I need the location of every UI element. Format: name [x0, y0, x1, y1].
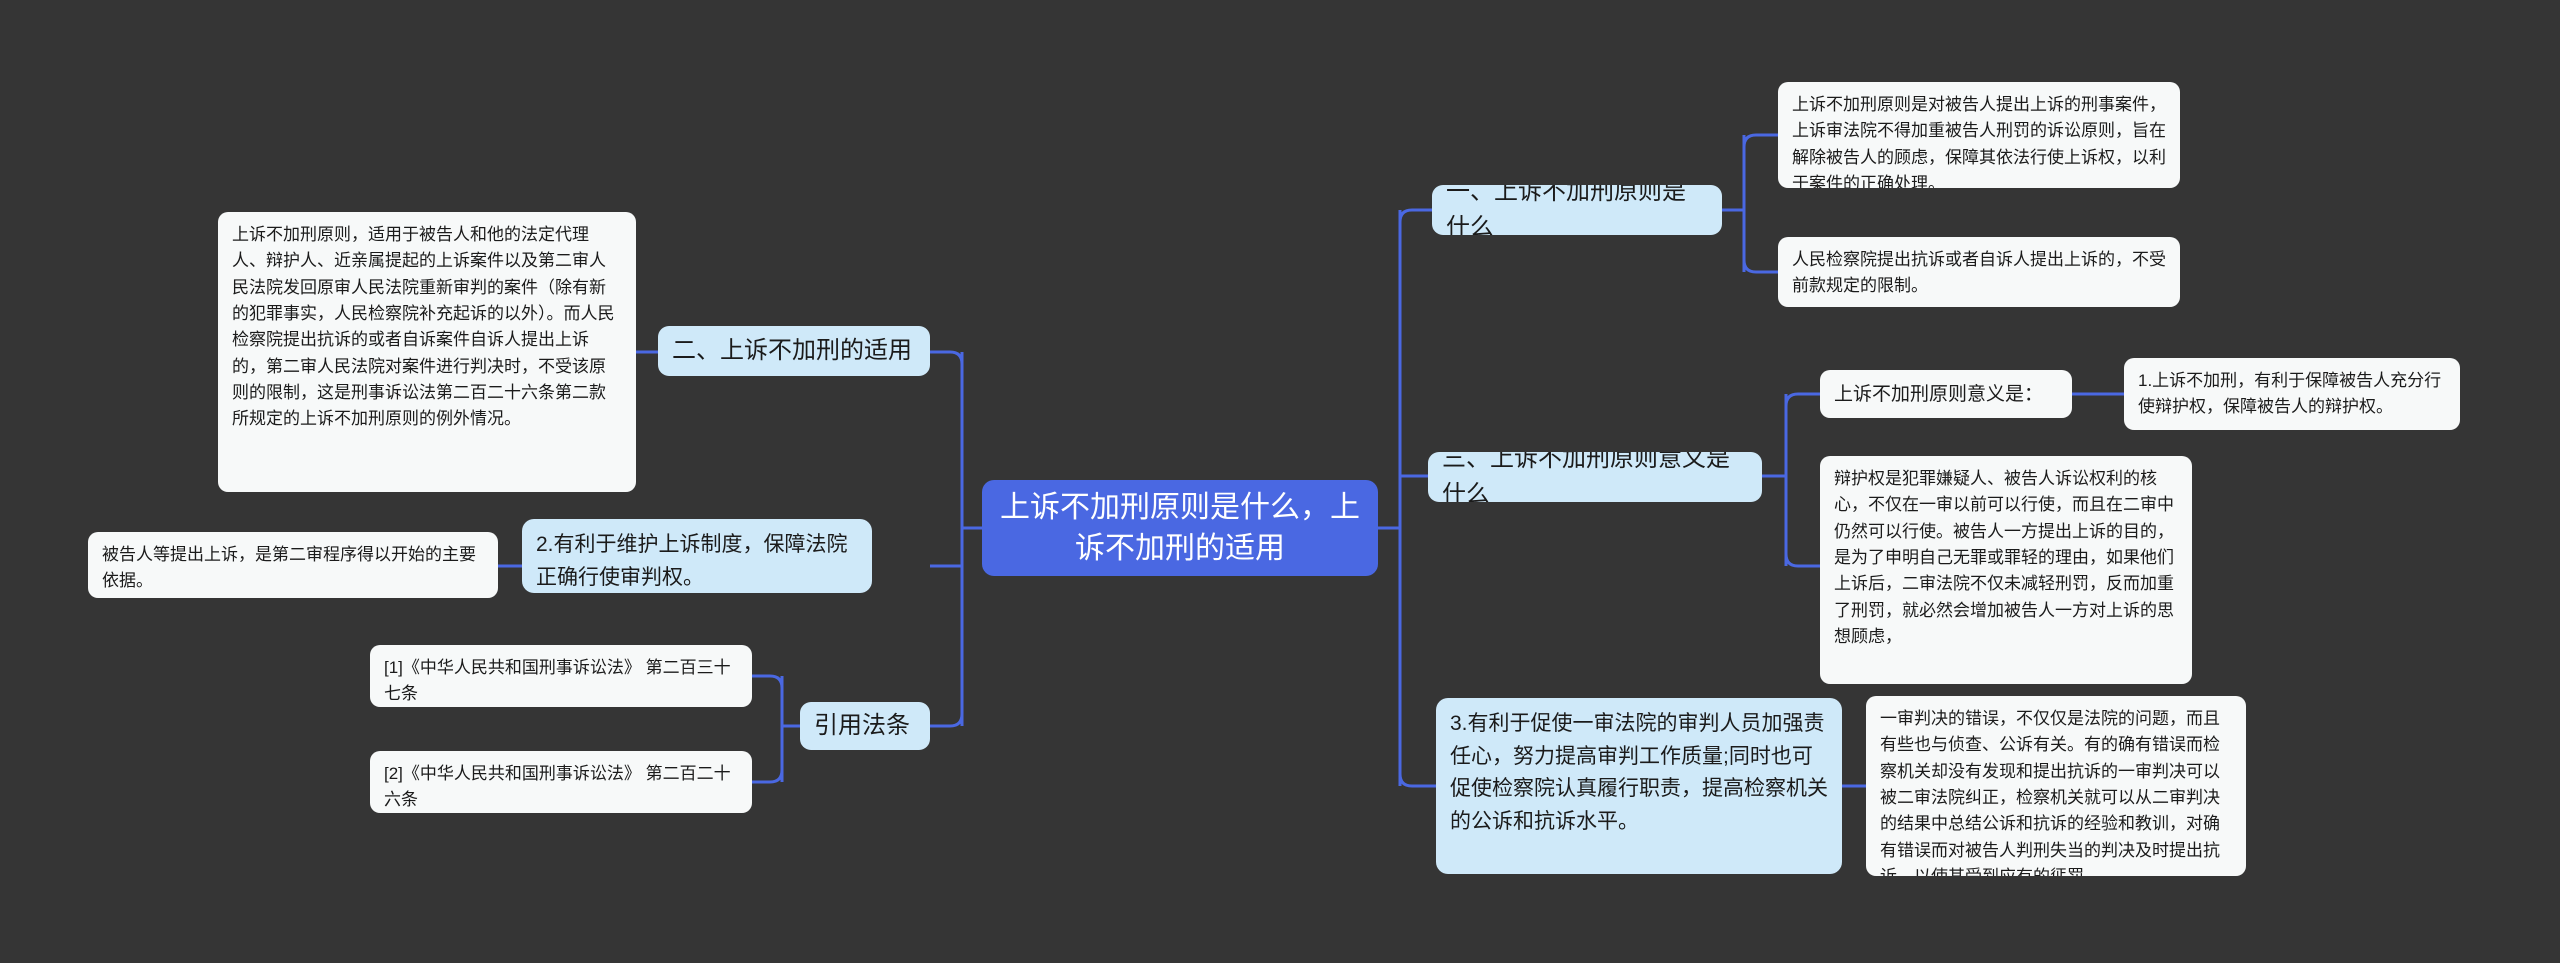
connector-l3-c2	[752, 769, 784, 784]
leaf-node-significance-point-1[interactable]: 1.上诉不加刑，有利于保障被告人充分行使辩护权，保障被告人的辩护权。	[2124, 358, 2460, 430]
connector-l3-c1	[752, 674, 784, 689]
connector-b1-c2	[1742, 259, 1778, 274]
branch-node-application[interactable]: 二、上诉不加刑的适用	[658, 326, 930, 376]
connector-right-spine-round-bot	[1398, 773, 1436, 788]
connector-b1-c1	[1742, 133, 1778, 148]
connector-left-spine-round-top	[930, 350, 964, 365]
leaf-node-citation-1[interactable]: [1]《中华人民共和国刑事诉讼法》 第二百三十七条	[370, 645, 752, 707]
leaf-node-application-detail[interactable]: 上诉不加刑原则，适用于被告人和他的法定代理人、辩护人、近亲属提起的上诉案件以及第…	[218, 212, 636, 492]
leaf-node-significance-intro[interactable]: 上诉不加刑原则意义是：	[1820, 370, 2072, 418]
root-node[interactable]: 上诉不加刑原则是什么，上诉不加刑的适用	[982, 480, 1378, 576]
leaf-node-definition-detail[interactable]: 上诉不加刑原则是对被告人提出上诉的刑事案件，上诉审法院不得加重被告人刑罚的诉讼原…	[1778, 82, 2180, 188]
connector-b2-c2	[1784, 553, 1820, 568]
branch-node-significance-point-2[interactable]: 2.有利于维护上诉制度，保障法院正确行使审判权。	[522, 519, 872, 593]
connector-b2-c1	[1784, 392, 1820, 407]
branch-node-appeal-no-increase-definition[interactable]: 一、上诉不加刑原则是什么	[1432, 185, 1722, 235]
branch-node-cited-laws[interactable]: 引用法条	[800, 702, 930, 750]
leaf-node-defense-right-explanation[interactable]: 辩护权是犯罪嫌疑人、被告人诉讼权利的核心，不仅在一审以前可以行使，而且在二审中仍…	[1820, 456, 2192, 684]
leaf-node-citation-2[interactable]: [2]《中华人民共和国刑事诉讼法》 第二百二十六条	[370, 751, 752, 813]
branch-node-significance[interactable]: 三、上诉不加刑原则意义是什么	[1428, 452, 1762, 502]
leaf-node-first-instance-error-explanation[interactable]: 一审判决的错误，不仅仅是法院的问题，而且有些也与侦查、公诉有关。有的确有错误而检…	[1866, 696, 2246, 876]
connector-left-spine-round-bot	[930, 713, 964, 728]
leaf-node-appeal-basis[interactable]: 被告人等提出上诉，是第二审程序得以开始的主要依据。	[88, 532, 498, 598]
connector-right-spine-round-top	[1398, 208, 1432, 223]
branch-node-significance-point-3[interactable]: 3.有利于促使一审法院的审判人员加强责任心，努力提高审判工作质量;同时也可促使检…	[1436, 698, 1842, 874]
leaf-node-procuratorate-exception[interactable]: 人民检察院提出抗诉或者自诉人提出上诉的，不受前款规定的限制。	[1778, 237, 2180, 307]
